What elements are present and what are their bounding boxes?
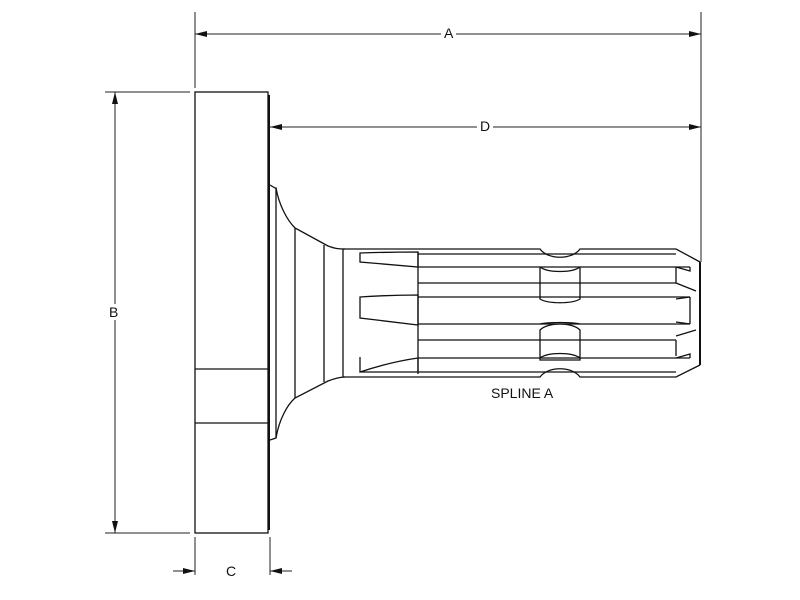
spline-callout: SPLINE A (488, 385, 557, 401)
dimension-c-label: C (223, 563, 240, 579)
hub (269, 184, 346, 441)
flange (194, 91, 270, 534)
dimension-a-label: A (441, 25, 457, 41)
dimension-d-label: D (477, 118, 494, 134)
dimension-a (194, 12, 702, 262)
dimension-b-label: B (106, 304, 122, 320)
splined-shaft (343, 248, 701, 378)
dimension-c (173, 537, 292, 575)
